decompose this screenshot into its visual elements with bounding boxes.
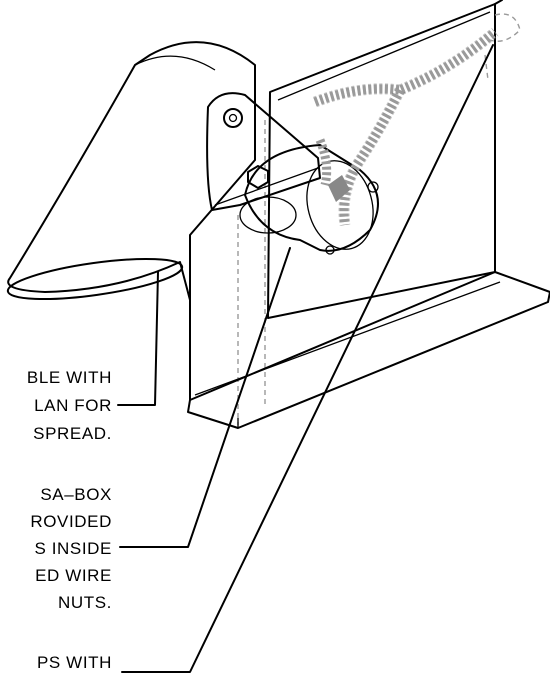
callout-2-line-4: ED WIRE bbox=[35, 566, 112, 585]
callout-3-line-1: PS WITH bbox=[37, 653, 112, 672]
wiring bbox=[313, 13, 521, 226]
callout-2-line-5: NUTS. bbox=[58, 593, 112, 612]
bottom-flange bbox=[187, 271, 550, 429]
junction-box bbox=[239, 144, 379, 255]
hood bbox=[6, 41, 256, 301]
callout-2: SA–BOX ROVIDED S INSIDE ED WIRE NUTS. bbox=[30, 485, 112, 612]
callout-2-line-2: ROVIDED bbox=[30, 512, 112, 531]
callout-3: PS WITH bbox=[37, 653, 112, 672]
callout-1-line-2: LAN FOR bbox=[34, 396, 112, 415]
callout-1: BLE WITH LAN FOR SPREAD. bbox=[27, 368, 112, 443]
mounting-plate bbox=[237, 0, 503, 425]
callout-1-line-1: BLE WITH bbox=[27, 368, 112, 387]
callout-1-line-3: SPREAD. bbox=[33, 424, 112, 443]
mounting-bracket bbox=[206, 92, 321, 211]
leader-lines bbox=[117, 44, 494, 673]
callout-2-line-1: SA–BOX bbox=[40, 485, 112, 504]
callout-2-line-3: S INSIDE bbox=[34, 539, 112, 558]
